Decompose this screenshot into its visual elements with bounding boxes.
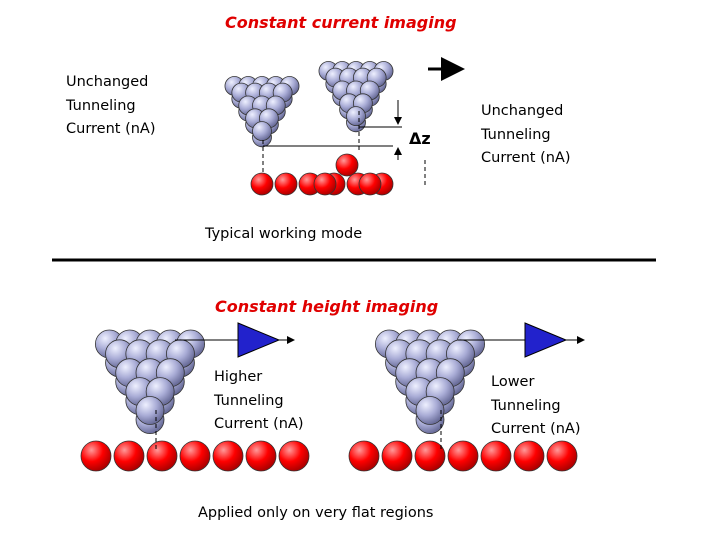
sample-atom [414, 440, 446, 472]
sample-atom [250, 172, 274, 196]
label-line: Lower [491, 374, 535, 390]
bottom-title: Constant height imaging [215, 297, 439, 316]
top-panel [224, 57, 465, 196]
label-line: Unchanged [66, 74, 149, 90]
label-line: Current (nA) [481, 150, 571, 166]
bottom-middle-label: Higher Tunneling Current (nA) [214, 366, 304, 437]
sample-atom [358, 172, 382, 196]
sample-atom [313, 172, 337, 196]
tip-atom [252, 121, 272, 142]
sample-atom [480, 440, 512, 472]
sample-surface [250, 153, 394, 196]
label-line: Tunneling [491, 397, 561, 414]
label-line: Higher [214, 369, 263, 385]
label-line: Tunneling [481, 126, 551, 143]
sample-atom [212, 440, 244, 472]
stm-tip-right [318, 61, 394, 133]
label-line: Unchanged [481, 103, 564, 119]
sample-atom [513, 440, 545, 472]
sample-atom [179, 440, 211, 472]
stm-tip-left [224, 76, 300, 148]
stm-tip-right [374, 329, 486, 435]
sample-atom [278, 440, 310, 472]
delta-z-label: Δz [409, 129, 431, 148]
top-right-label: Unchanged Tunneling Current (nA) [481, 100, 571, 171]
top-title: Constant current imaging [225, 13, 457, 32]
sample-atom [348, 440, 380, 472]
sample-atom [381, 440, 413, 472]
top-left-label: Unchanged Tunneling Current (nA) [66, 71, 156, 142]
label-line: Current (nA) [66, 121, 156, 137]
sample-surface [80, 440, 578, 472]
bottom-caption: Applied only on very flat regions [198, 505, 434, 521]
bottom-panel [80, 322, 585, 472]
label-line: Tunneling [66, 97, 136, 114]
sample-atom [80, 440, 112, 472]
label-line: Tunneling [214, 392, 284, 409]
sample-atom [274, 172, 298, 196]
top-caption: Typical working mode [205, 226, 363, 242]
sample-atom [113, 440, 145, 472]
sample-atom [146, 440, 178, 472]
sample-atom [546, 440, 578, 472]
amplifier-icon [458, 322, 585, 358]
sample-atom [245, 440, 277, 472]
label-line: Current (nA) [214, 416, 304, 432]
label-line: Current (nA) [491, 421, 581, 437]
bottom-right-label: Lower Tunneling Current (nA) [491, 371, 581, 442]
amplifier-icon [175, 322, 295, 358]
tip-atom [346, 106, 366, 127]
tip-atom [415, 396, 445, 425]
sample-atom [335, 153, 359, 177]
sample-atom [447, 440, 479, 472]
tip-atom [135, 396, 165, 425]
stm-tip-left [95, 329, 206, 435]
